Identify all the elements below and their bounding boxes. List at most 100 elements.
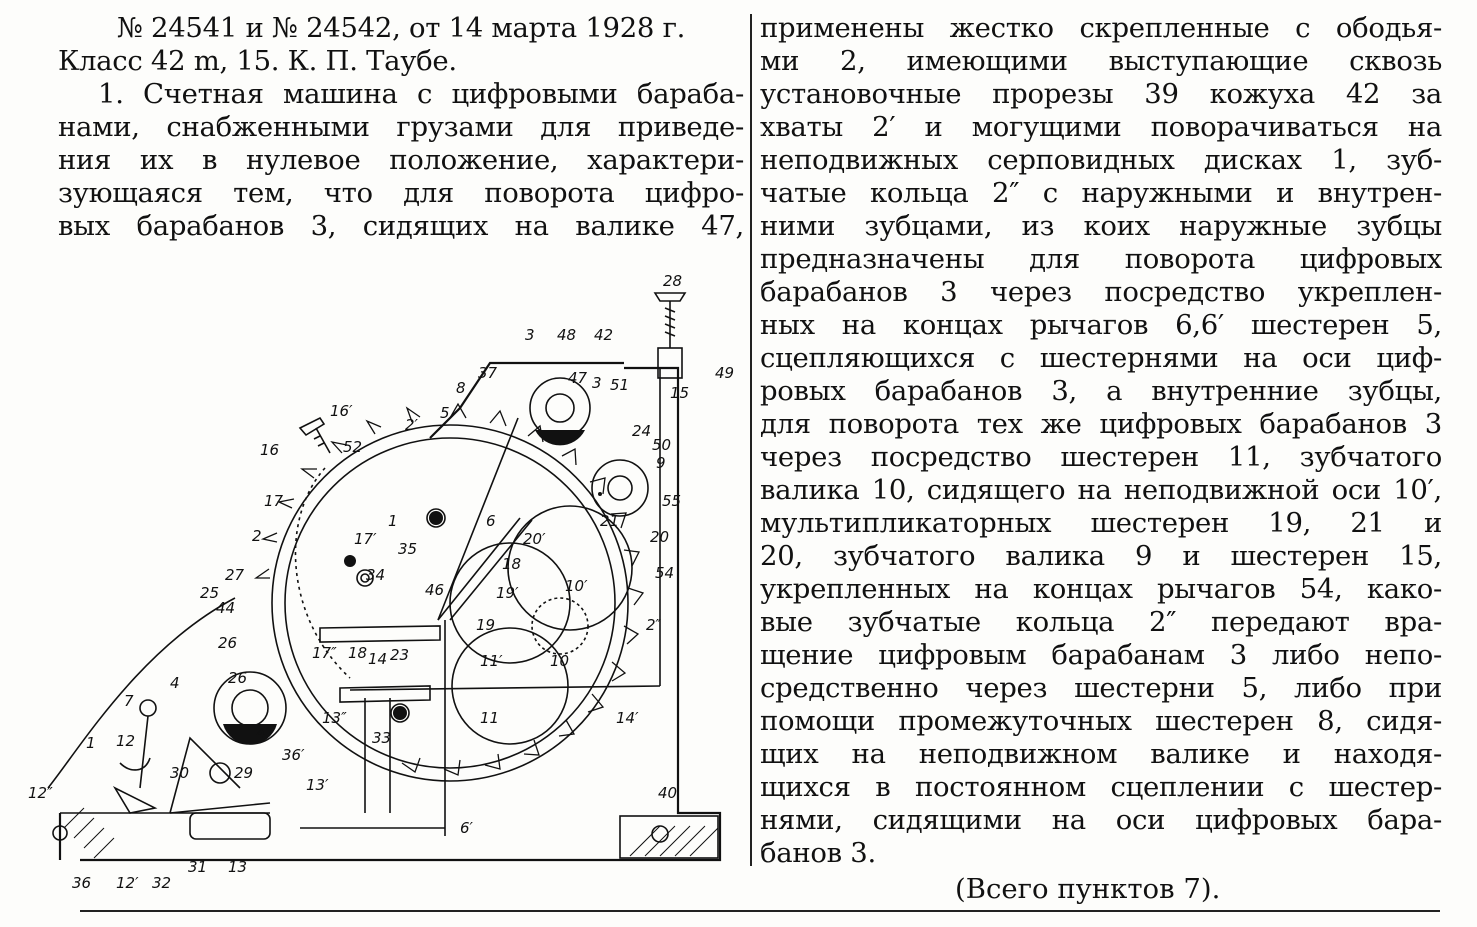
claim-line: через посредство шестерен 11, зубчатого bbox=[760, 441, 1442, 473]
claim-line: ми 2, имеющими выступающие сквозь bbox=[760, 45, 1442, 77]
claim-line: щихся в постоянном сцеплении с шестер- bbox=[760, 771, 1442, 803]
claim-line: барабанов 3 через посредство укреплен- bbox=[760, 276, 1442, 308]
claim-line: щение цифровым барабанам 3 либо непо- bbox=[760, 639, 1442, 671]
figure-label: 11′ bbox=[480, 652, 503, 670]
figure-label: 40 bbox=[658, 784, 677, 802]
figure-label: 35 bbox=[398, 540, 417, 558]
claim-line: установочные прорезы 39 кожуха 42 за bbox=[760, 78, 1442, 110]
figure-label: 23 bbox=[390, 646, 409, 664]
figure-label: 18 bbox=[502, 555, 521, 573]
figure-label: 34 bbox=[366, 566, 385, 584]
figure-label: 20 bbox=[650, 528, 669, 546]
figure-label: 21 bbox=[600, 512, 619, 530]
figure-label: 14′ bbox=[616, 709, 639, 727]
right-column: применены жестко скрепленные с ободья- м… bbox=[760, 12, 1442, 870]
claim-line: ных на концах рычагов 6,6′ шестерен 5, bbox=[760, 309, 1442, 341]
figure-label: 46 bbox=[425, 581, 444, 599]
figure-label: 11 bbox=[480, 709, 499, 727]
figure-label: 26 bbox=[218, 634, 237, 652]
figure-label: 13 bbox=[228, 858, 247, 876]
figure-label: 54 bbox=[655, 564, 674, 582]
figure-label: 13′ bbox=[306, 776, 329, 794]
claim-line: нями, сидящими на оси цифровых бара- bbox=[760, 804, 1442, 836]
mechanism-drawing: 28 3 48 42 37 49 8 47 3 51 15 5 16′ 2′ 2… bbox=[20, 268, 750, 898]
figure-label: 7 bbox=[124, 692, 134, 710]
figure-label: 30 bbox=[170, 764, 189, 782]
footer-rule bbox=[80, 910, 1440, 912]
figure-label: 29 bbox=[234, 764, 253, 782]
figure-label: 37 bbox=[478, 364, 498, 382]
claim-line: помощи промежуточных шестерен 8, сидя- bbox=[760, 705, 1442, 737]
claim-line: укрепленных на концах рычагов 54, како- bbox=[760, 573, 1442, 605]
figure-label: 50 bbox=[652, 436, 671, 454]
mechanism-drawing-svg: 28 3 48 42 37 49 8 47 3 51 15 5 16′ 2′ 2… bbox=[28, 272, 734, 892]
claim-line: зующаяся тем, что для поворота цифро- bbox=[58, 177, 744, 209]
figure-label: 17″ bbox=[312, 644, 337, 662]
figure-label: 19 bbox=[476, 616, 495, 634]
figure-label: 2″ bbox=[646, 616, 662, 634]
claim-line: предназначены для поворота цифровых bbox=[760, 243, 1442, 275]
claim-line: средственно через шестерни 5, либо при bbox=[760, 672, 1442, 704]
figure-label: 20′ bbox=[523, 530, 546, 548]
figure-label: 10 bbox=[550, 652, 569, 670]
claim-line: чатые кольца 2″ с наружными и внутрен- bbox=[760, 177, 1442, 209]
figure-label: 3 bbox=[525, 326, 535, 344]
figure-label: 16′ bbox=[330, 402, 353, 420]
figure-label: 24 bbox=[632, 422, 651, 440]
figure-label: 51 bbox=[610, 376, 629, 394]
figure-label: 1 bbox=[388, 512, 398, 530]
figure-label: 55 bbox=[662, 492, 681, 510]
figure-label: 42 bbox=[594, 326, 613, 344]
claim-line: валика 10, сидящего на неподвижной оси 1… bbox=[760, 474, 1442, 506]
figure-label: 2 bbox=[252, 527, 262, 545]
figure-label: 9 bbox=[656, 454, 666, 472]
figure-label: 5 bbox=[440, 404, 450, 422]
claim-line: нами, снабженными грузами для приведе- bbox=[58, 111, 744, 143]
claim-line: для поворота тех же цифровых барабанов 3 bbox=[760, 408, 1442, 440]
figure-label: 4 bbox=[170, 674, 180, 692]
figure-label: 12 bbox=[116, 732, 135, 750]
figure-label: 1 bbox=[86, 734, 96, 752]
figure-label: 44 bbox=[216, 599, 235, 617]
claim-line: применены жестко скрепленные с ободья- bbox=[760, 12, 1442, 44]
claim-line: вые зубчатые кольца 2″ передают вра- bbox=[760, 606, 1442, 638]
claim-line: щих на неподвижном валике и находя- bbox=[760, 738, 1442, 770]
figure-label: 12″ bbox=[28, 784, 53, 802]
claim-line: ния их в нулевое положение, характери- bbox=[58, 144, 744, 176]
figure-label: 6 bbox=[486, 512, 496, 530]
claim-line: неподвижных серповидных дисках 1, зуб- bbox=[760, 144, 1442, 176]
figure-label: 8 bbox=[456, 379, 466, 397]
claim-line: ними зубцами, из коих наружные зубцы bbox=[760, 210, 1442, 242]
figure-label: 12′ bbox=[116, 874, 139, 892]
figure-label: 19′ bbox=[496, 584, 519, 602]
figure-label: 15 bbox=[670, 384, 689, 402]
figure-label: 2′ bbox=[405, 416, 419, 434]
figure-label: 10′ bbox=[565, 577, 588, 595]
figure-label: 33 bbox=[372, 729, 391, 747]
figure-label: 6′ bbox=[460, 819, 474, 837]
claim-line: банов 3. bbox=[760, 837, 876, 869]
claim-line: мультипликаторных шестерен 19, 21 и bbox=[760, 507, 1442, 539]
figure-label: 31 bbox=[188, 858, 207, 876]
figure-label: 36′ bbox=[282, 746, 305, 764]
claim-line: сцепляющихся с шестернями на оси циф- bbox=[760, 342, 1442, 374]
figure-label: 52 bbox=[343, 438, 362, 456]
figure-label: 48 bbox=[557, 326, 576, 344]
figure-label: 18 bbox=[348, 644, 367, 662]
claim-line: 1. Счетная машина с цифровыми бараба- bbox=[98, 78, 744, 110]
figure-label: 13″ bbox=[322, 709, 347, 727]
claim-line: хваты 2′ и могущими поворачиваться на bbox=[760, 111, 1442, 143]
left-column: № 24541 и № 24542, от 14 марта 1928 г. К… bbox=[58, 12, 744, 243]
figure-label: 17′ bbox=[354, 530, 377, 548]
figure-label: 26 bbox=[228, 669, 247, 687]
claim-line: вых барабанов 3, сидящих на валике 47, bbox=[58, 210, 744, 242]
figure-label: 4′ bbox=[256, 724, 270, 742]
figure-label: 14 bbox=[368, 650, 387, 668]
figure-label: 49 bbox=[715, 364, 734, 382]
figure-label: 17 bbox=[264, 492, 284, 510]
claim-line: ровых барабанов 3, а внутренние зубцы, bbox=[760, 375, 1442, 407]
figure-label: 32 bbox=[152, 874, 171, 892]
patent-numbers-date: № 24541 и № 24542, от 14 марта 1928 г. bbox=[116, 12, 686, 44]
figure-label: 47 bbox=[568, 369, 588, 387]
